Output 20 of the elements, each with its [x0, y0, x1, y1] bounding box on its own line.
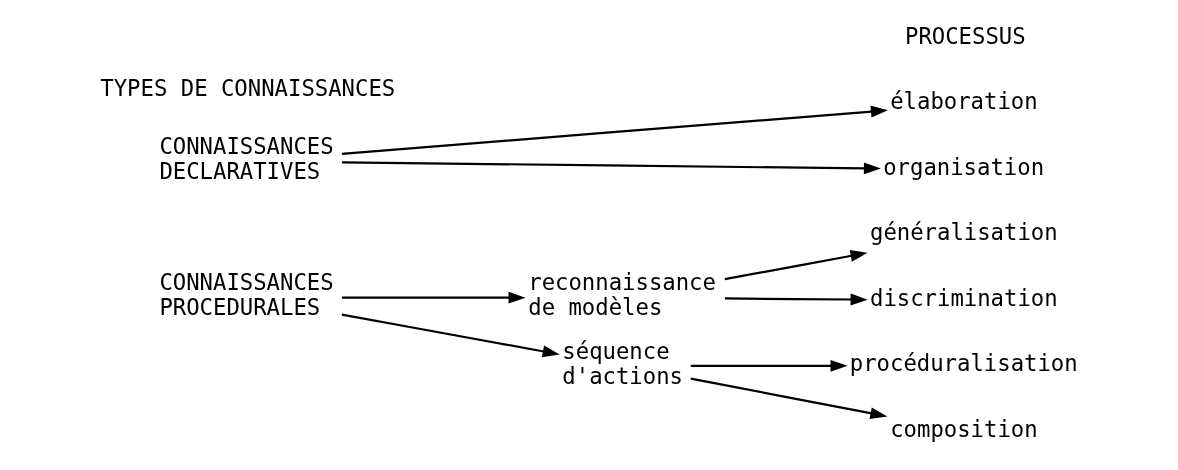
label: TYPES DE CONNAISSANCES: [99, 74, 395, 101]
node-text: composition: [889, 415, 1038, 442]
node-text: CONNAISSANCES DECLARATIVES: [158, 132, 334, 185]
arrow: [690, 359, 848, 372]
node-text: discrimination: [869, 284, 1058, 311]
node-text: généralisation: [869, 219, 1058, 246]
arrow: [341, 291, 525, 304]
node-text: séquence d'actions: [561, 337, 683, 389]
arrow: [690, 377, 887, 420]
node-text: élaboration: [889, 88, 1038, 115]
node-text: procéduralisation: [849, 350, 1078, 377]
arrow: [341, 161, 881, 175]
label: PROCESSUS: [904, 23, 1026, 50]
node-text: reconnaissance de modèles: [527, 269, 716, 321]
arrow: [341, 105, 888, 155]
arrow: [724, 293, 868, 306]
node-text: organisation: [882, 153, 1044, 180]
arrow: [341, 313, 560, 358]
arrow: [724, 250, 868, 281]
node-text: CONNAISSANCES PROCEDURALES: [158, 269, 334, 321]
